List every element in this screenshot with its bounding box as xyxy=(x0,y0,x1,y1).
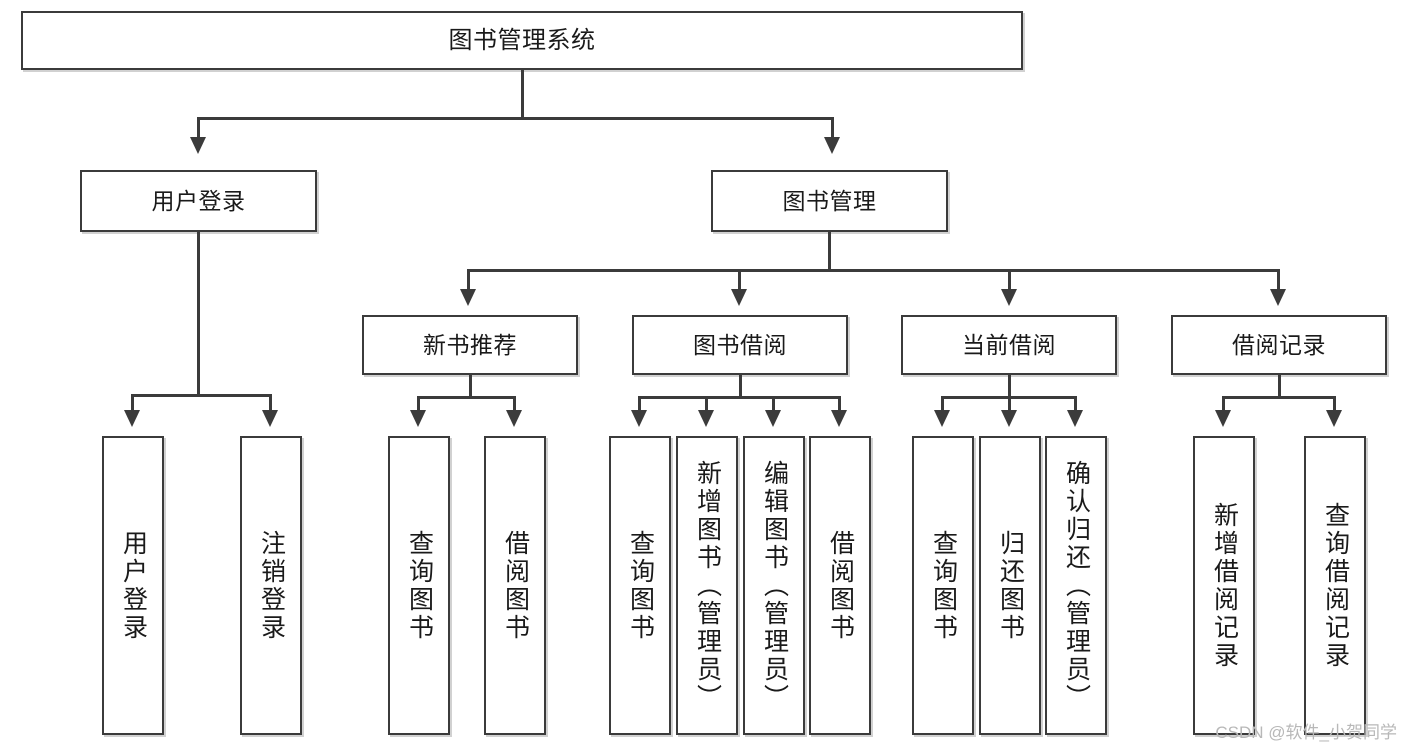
leaf-query-book-borrow[interactable]: 查询图书 xyxy=(609,436,671,735)
arrow-to-borrow-record xyxy=(1270,289,1286,306)
leaf-logout[interactable]: 注销登录 xyxy=(240,436,302,735)
arrow-to-leaf-logout xyxy=(262,410,278,427)
node-label: 新书推荐 xyxy=(423,331,517,358)
arrow-to-current-borrow xyxy=(1001,289,1017,306)
leaf-add-borrow-record[interactable]: 新增借阅记录 xyxy=(1193,436,1255,735)
connector-book-borrow-stem xyxy=(739,375,742,398)
leaf-edit-book-admin[interactable]: 编辑图书（管理员） xyxy=(743,436,805,735)
arrow-to-leaf-edit-book xyxy=(765,410,781,427)
connector-current-borrow-drop-1 xyxy=(941,396,944,412)
arrow-to-leaf-confirm-return xyxy=(1067,410,1083,427)
node-label: 编辑图书（管理员） xyxy=(760,459,789,712)
node-label: 查询图书 xyxy=(405,529,434,642)
connector-root-drop-right xyxy=(831,117,834,139)
connector-level3-bus xyxy=(467,269,1280,272)
leaf-query-book-recommend[interactable]: 查询图书 xyxy=(388,436,450,735)
connector-book-borrow-bus xyxy=(638,396,840,399)
connector-current-borrow-stem xyxy=(1008,375,1011,398)
connector-level3-drop-1 xyxy=(467,269,470,291)
leaf-borrow-book-recommend[interactable]: 借阅图书 xyxy=(484,436,546,735)
node-book-management[interactable]: 图书管理 xyxy=(711,170,948,232)
node-label: 图书管理系统 xyxy=(448,26,596,54)
node-current-borrow[interactable]: 当前借阅 xyxy=(901,315,1117,375)
leaf-borrow-book[interactable]: 借阅图书 xyxy=(809,436,871,735)
arrow-to-leaf-user-login xyxy=(124,410,140,427)
arrow-to-leaf-query-record xyxy=(1326,410,1342,427)
leaf-add-book-admin[interactable]: 新增图书（管理员） xyxy=(676,436,738,735)
node-label: 用户登录 xyxy=(151,187,246,214)
arrow-to-leaf-query-book-1 xyxy=(410,410,426,427)
connector-new-book-bus xyxy=(417,396,516,399)
connector-borrow-record-bus xyxy=(1222,396,1335,399)
connector-new-book-drop-2 xyxy=(513,396,516,412)
arrow-to-leaf-query-book-3 xyxy=(934,410,950,427)
connector-level3-drop-2 xyxy=(738,269,741,291)
connector-new-book-stem xyxy=(469,375,472,398)
connector-root-stem xyxy=(521,70,524,119)
arrow-to-leaf-add-book xyxy=(698,410,714,427)
node-user-login[interactable]: 用户登录 xyxy=(80,170,317,232)
arrow-to-leaf-add-record xyxy=(1215,410,1231,427)
connector-root-drop-left xyxy=(197,117,200,139)
node-label: 确认归还（管理员） xyxy=(1062,459,1091,712)
node-label: 注销登录 xyxy=(257,529,286,642)
node-label: 查询图书 xyxy=(626,529,655,642)
connector-book-management-stem xyxy=(828,232,831,271)
connector-book-borrow-drop-4 xyxy=(838,396,841,412)
arrow-to-leaf-return-book xyxy=(1001,410,1017,427)
leaf-return-book[interactable]: 归还图书 xyxy=(979,436,1041,735)
connector-level3-drop-4 xyxy=(1277,269,1280,291)
node-label: 新增借阅记录 xyxy=(1210,501,1239,670)
watermark-text: CSDN @软件_小贺同学 xyxy=(1215,723,1397,742)
connector-new-book-drop-1 xyxy=(417,396,420,412)
connector-user-login-drop-1 xyxy=(131,394,134,412)
node-root-system[interactable]: 图书管理系统 xyxy=(21,11,1023,70)
connector-book-borrow-drop-1 xyxy=(638,396,641,412)
node-label: 查询借阅记录 xyxy=(1321,501,1350,670)
arrow-to-leaf-query-book-2 xyxy=(631,410,647,427)
node-label: 借阅图书 xyxy=(501,529,530,642)
connector-current-borrow-drop-2 xyxy=(1008,396,1011,412)
arrow-to-book-borrow xyxy=(731,289,747,306)
arrow-to-leaf-borrow-book-1 xyxy=(506,410,522,427)
connector-level3-drop-3 xyxy=(1008,269,1011,291)
arrow-to-user-login xyxy=(190,137,206,154)
leaf-confirm-return-admin[interactable]: 确认归还（管理员） xyxy=(1045,436,1107,735)
connector-current-borrow-drop-3 xyxy=(1074,396,1077,412)
node-label: 查询图书 xyxy=(929,529,958,642)
node-borrow-record[interactable]: 借阅记录 xyxy=(1171,315,1387,375)
connector-borrow-record-drop-2 xyxy=(1333,396,1336,412)
node-label: 用户登录 xyxy=(119,529,148,642)
node-book-borrow[interactable]: 图书借阅 xyxy=(632,315,848,375)
node-label: 当前借阅 xyxy=(962,331,1056,358)
leaf-query-book-current[interactable]: 查询图书 xyxy=(912,436,974,735)
leaf-query-borrow-record[interactable]: 查询借阅记录 xyxy=(1304,436,1366,735)
arrow-to-leaf-borrow-book-2 xyxy=(831,410,847,427)
node-label: 新增图书（管理员） xyxy=(693,459,722,712)
connector-book-borrow-drop-3 xyxy=(772,396,775,412)
node-label: 借阅记录 xyxy=(1232,331,1326,358)
node-label: 借阅图书 xyxy=(826,529,855,642)
connector-user-login-bus xyxy=(131,394,271,397)
connector-borrow-record-drop-1 xyxy=(1222,396,1225,412)
connector-user-login-stem xyxy=(197,232,200,396)
arrow-to-book-management xyxy=(824,137,840,154)
node-label: 图书管理 xyxy=(782,187,877,214)
connector-user-login-drop-2 xyxy=(269,394,272,412)
arrow-to-new-book xyxy=(460,289,476,306)
connector-borrow-record-stem xyxy=(1278,375,1281,398)
leaf-user-login[interactable]: 用户登录 xyxy=(102,436,164,735)
connector-book-borrow-drop-2 xyxy=(705,396,708,412)
node-new-book-recommend[interactable]: 新书推荐 xyxy=(362,315,578,375)
connector-root-bus xyxy=(197,117,834,120)
node-label: 归还图书 xyxy=(996,529,1025,642)
node-label: 图书借阅 xyxy=(693,331,787,358)
